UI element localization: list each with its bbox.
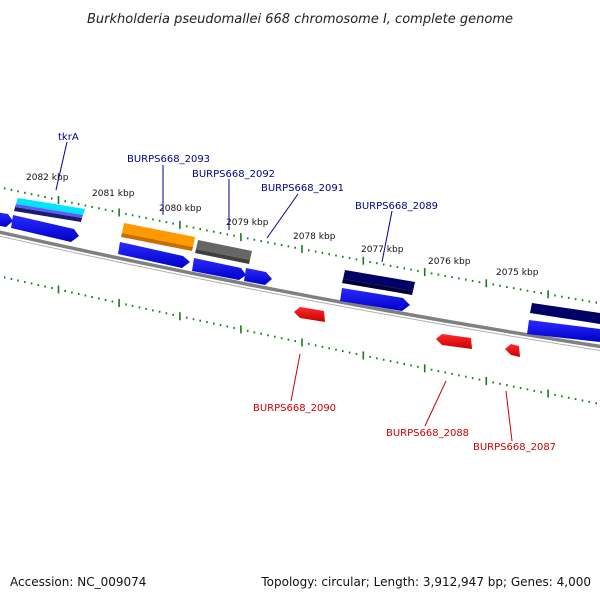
- cds-forward-arrow[interactable]: [340, 288, 410, 311]
- cds-reverse-row: [294, 307, 520, 357]
- kbp-label-2079: 2079 kbp: [226, 218, 269, 228]
- outer-tick-ring: [3, 187, 598, 304]
- kbp-label-2078: 2078 kbp: [293, 232, 336, 242]
- label-burps668-2087[interactable]: BURPS668_2087: [473, 442, 556, 453]
- label-burps668-2093[interactable]: BURPS668_2093: [127, 154, 210, 165]
- cds-reverse-arrow[interactable]: [505, 344, 520, 357]
- kbp-label-2076: 2076 kbp: [428, 257, 471, 267]
- cds-reverse-arrow[interactable]: [436, 334, 472, 349]
- label-burps668-2088[interactable]: BURPS668_2088: [386, 428, 469, 439]
- accession-text: Accession: NC_009074: [10, 575, 147, 589]
- cds-forward-arrow[interactable]: [192, 258, 246, 280]
- feature-burps668-2093[interactable]: [121, 223, 195, 251]
- label-burps668-2091[interactable]: BURPS668_2091: [261, 183, 344, 194]
- backbone-outer: [0, 230, 600, 349]
- genome-summary-text: Topology: circular; Length: 3,912,947 bp…: [261, 575, 591, 589]
- forward-leaders: [55, 141, 393, 263]
- cds-forward-arrow[interactable]: [244, 268, 272, 285]
- kbp-label-2080: 2080 kbp: [159, 204, 202, 214]
- backbone-inner: [0, 235, 600, 351]
- feature-tkrA[interactable]: [14, 198, 85, 222]
- inner-tick-ring: [3, 276, 598, 405]
- cds-forward-arrow[interactable]: [118, 242, 190, 268]
- kbp-label-2077: 2077 kbp: [361, 245, 404, 255]
- cds-forward-arrow[interactable]: [11, 215, 79, 242]
- label-tkrA[interactable]: tkrA: [58, 132, 79, 143]
- feature-burps668-2089[interactable]: [342, 270, 415, 295]
- label-burps668-2090[interactable]: BURPS668_2090: [253, 403, 336, 414]
- kbp-label-2081: 2081 kbp: [92, 189, 135, 199]
- cds-forward-row: [0, 212, 600, 342]
- label-burps668-2092[interactable]: BURPS668_2092: [192, 169, 275, 180]
- kbp-label-2075: 2075 kbp: [496, 268, 539, 278]
- feature-burps668-2092[interactable]: [195, 240, 252, 264]
- feature-navy-right[interactable]: [530, 303, 600, 324]
- cds-forward-arrow[interactable]: [0, 212, 13, 227]
- label-burps668-2089[interactable]: BURPS668_2089: [355, 201, 438, 212]
- cds-reverse-arrow[interactable]: [294, 307, 325, 322]
- map-title: Burkholderia pseudomallei 668 chromosome…: [87, 12, 513, 27]
- kbp-label-2082: 2082 kbp: [26, 173, 69, 183]
- cds-forward-arrow[interactable]: [527, 320, 600, 342]
- reverse-leaders: [290, 353, 513, 442]
